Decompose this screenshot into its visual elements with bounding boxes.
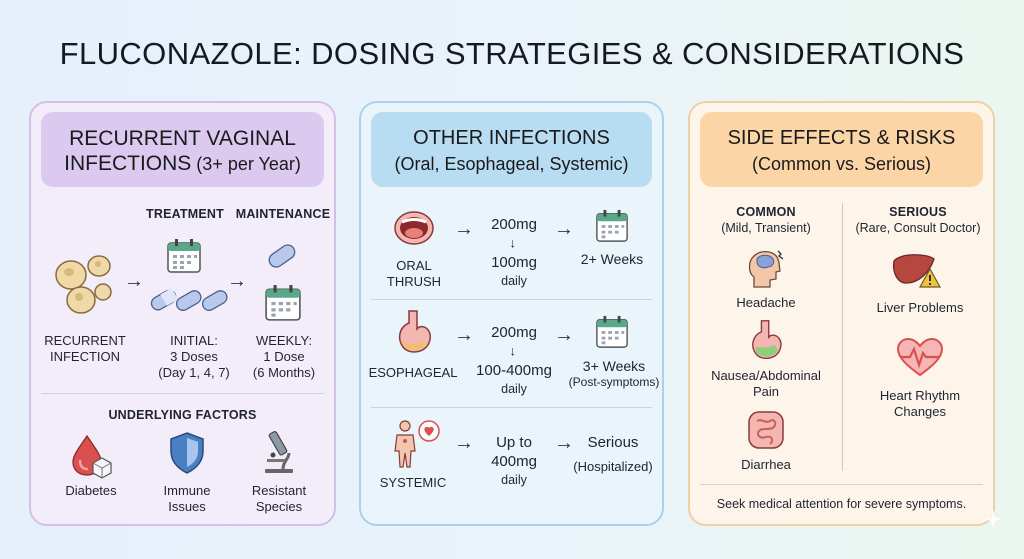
calendar-icon	[596, 315, 628, 348]
divider	[41, 393, 324, 394]
blood-drop-icon	[72, 434, 112, 479]
panel-other-infections: OTHER INFECTIONS (Oral, Esophageal, Syst…	[359, 101, 664, 526]
panel-header: RECURRENT VAGINAL INFECTIONS (3+ per Yea…	[41, 112, 324, 187]
microscope-icon	[265, 431, 293, 473]
arrow-icon: →	[454, 324, 474, 346]
shield-icon	[170, 432, 204, 474]
divider	[371, 299, 652, 300]
arrow-icon: →	[124, 270, 144, 292]
headache-label: Headache	[736, 295, 796, 310]
systemic-dose: Up to 400mg daily	[491, 434, 537, 487]
page-title: FLUCONAZOLE: DOSING STRATEGIES & CONSIDE…	[59, 36, 965, 71]
weekly-dose-label: WEEKLY:1 Dose(6 Months)	[252, 333, 316, 380]
arrow-icon: →	[227, 270, 247, 292]
liver-label: Liver Problems	[876, 300, 964, 315]
intestines-icon	[748, 411, 784, 449]
arrow-icon: →	[554, 324, 574, 346]
systemic-outcome: Serious (Hospitalized)	[573, 434, 653, 475]
panel-header-line2: (Common vs. Serious)	[751, 154, 932, 174]
heart-rhythm-icon	[896, 337, 944, 377]
panel-side-effects: SIDE EFFECTS & RISKS (Common vs. Serious…	[688, 101, 995, 526]
oral-duration: 2+ Weeks	[580, 251, 644, 267]
initial-dose-label: INITIAL:3 Doses(Day 1, 4, 7)	[158, 333, 230, 380]
stomach-icon	[398, 310, 431, 353]
underlying-factors-label: UNDERLYING FACTORS	[108, 408, 257, 422]
esophageal-label: ESOPHAGEAL	[368, 365, 458, 380]
pills-icon	[150, 287, 228, 311]
footer-note: Seek medical attention for severe sympto…	[716, 497, 967, 511]
stomach-icon	[752, 320, 782, 359]
serious-header: SERIOUS (Rare, Consult Doctor)	[855, 205, 981, 235]
panel-header-line1: OTHER INFECTIONS	[413, 127, 610, 149]
sparkle-icon	[983, 509, 1003, 529]
panel-header-line1: SIDE EFFECTS & RISKS	[727, 127, 956, 149]
column-divider	[842, 203, 843, 471]
systemic-label: SYSTEMIC	[379, 475, 447, 490]
liver-icon	[892, 254, 942, 288]
arrow-icon: →	[554, 218, 574, 240]
calendar-icon	[167, 239, 201, 273]
esophageal-duration: 3+ Weeks (Post-symptoms)	[568, 358, 660, 389]
esophageal-dose: 200mg → 100-400mg daily	[476, 324, 552, 396]
panel-header-line2: (Oral, Esophageal, Systemic)	[394, 154, 629, 174]
factor-diabetes: Diabetes	[65, 483, 117, 498]
divider	[371, 407, 652, 408]
maintenance-label: MAINTENANCE	[235, 207, 331, 221]
treatment-label: TREATMENT	[146, 207, 224, 221]
panel-header-line1: RECURRENT VAGINAL	[69, 127, 296, 150]
arrow-icon: →	[554, 432, 574, 454]
divider	[700, 484, 983, 485]
diarrhea-label: Diarrhea	[741, 457, 791, 472]
arrow-icon: →	[454, 218, 474, 240]
panel-header: SIDE EFFECTS & RISKS (Common vs. Serious…	[700, 112, 983, 187]
common-header: COMMON (Mild, Transient)	[721, 205, 811, 235]
mouth-icon	[394, 211, 434, 245]
down-arrow-icon: →	[507, 345, 522, 359]
calendar-icon	[265, 285, 301, 321]
yeast-cells-icon	[55, 255, 112, 314]
panel-header-line2: INFECTIONS (3+ per Year)	[64, 152, 301, 175]
arrow-icon: →	[454, 432, 474, 454]
down-arrow-icon: →	[507, 237, 522, 251]
body-icon	[394, 420, 440, 468]
oral-dose: 200mg → 100mg daily	[491, 216, 537, 288]
panel-recurrent-vaginal: RECURRENT VAGINAL INFECTIONS (3+ per Yea…	[29, 101, 336, 526]
pill-icon	[268, 244, 296, 268]
calendar-icon	[596, 209, 628, 242]
panel-header: OTHER INFECTIONS (Oral, Esophageal, Syst…	[371, 112, 652, 187]
headache-icon	[748, 250, 784, 288]
